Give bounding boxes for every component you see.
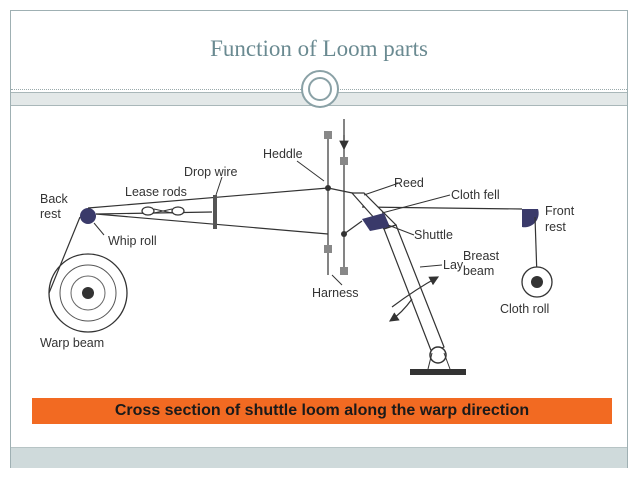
warp-line-lower xyxy=(95,213,329,235)
label-lease-rods: Lease rods xyxy=(125,185,187,199)
shuttle-leader xyxy=(387,224,415,236)
label-breast-beam-1: Breast xyxy=(463,249,500,263)
label-cloth-fell: Cloth fell xyxy=(451,188,500,202)
warp-beam-shape xyxy=(48,253,128,333)
label-warp-beam: Warp beam xyxy=(40,336,104,350)
diagram-caption: Cross section of shuttle loom along the … xyxy=(114,402,530,419)
back-rest-roller xyxy=(80,208,96,224)
reed-and-lay-shape xyxy=(350,192,466,375)
cloth-line xyxy=(361,206,523,210)
label-reed: Reed xyxy=(394,176,424,190)
harness-shape xyxy=(324,119,349,275)
whip-roll-leader xyxy=(93,222,105,236)
label-shuttle: Shuttle xyxy=(414,228,453,242)
loom-diagram: Heddle Drop wire Reed Cloth fell Back re… xyxy=(32,117,612,425)
lay-leader xyxy=(419,264,443,268)
shed-line-bottom xyxy=(343,220,363,235)
lease-rods-shape xyxy=(141,206,185,216)
slide-title: Function of Loom parts xyxy=(210,36,428,61)
label-back-rest-1: Back xyxy=(40,192,69,206)
drop-wire-shape xyxy=(213,195,217,229)
label-harness: Harness xyxy=(312,286,359,300)
label-front-rest-2: rest xyxy=(545,220,566,234)
slide-footer-band xyxy=(11,447,627,468)
reed-leader xyxy=(363,182,400,196)
harness-leader xyxy=(331,274,343,286)
label-front-rest-1: Front xyxy=(545,204,575,218)
cloth-roll-shape xyxy=(521,266,553,298)
label-back-rest-2: rest xyxy=(40,207,61,221)
circle-ornament-icon xyxy=(301,70,339,108)
label-whip-roll: Whip roll xyxy=(108,234,157,248)
loom-diagram-svg: Heddle Drop wire Reed Cloth fell Back re… xyxy=(40,119,575,375)
drop-wire-leader xyxy=(215,176,223,196)
heddle-leader xyxy=(296,160,325,182)
label-drop-wire: Drop wire xyxy=(184,165,238,179)
cloth-fell-leader xyxy=(381,194,451,214)
label-cloth-roll: Cloth roll xyxy=(500,302,549,316)
warp-to-backrest-line xyxy=(48,216,81,294)
label-breast-beam-2: beam xyxy=(463,264,494,278)
warp-line-upper xyxy=(87,187,329,209)
caption-bar xyxy=(32,398,612,424)
label-lay: Lay xyxy=(443,258,464,272)
label-heddle: Heddle xyxy=(263,147,303,161)
front-rest-shape xyxy=(522,209,539,228)
